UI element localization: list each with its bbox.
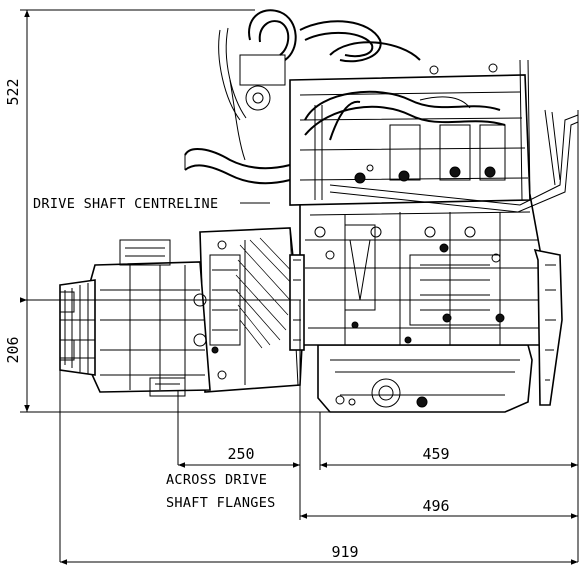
dim-drive-right: 496 [422, 497, 449, 515]
dim-overall-length: 919 [331, 543, 358, 561]
dim-height-total: 522 [4, 78, 22, 105]
dimension-lines [20, 9, 579, 565]
dim-across-flanges: 250 [227, 445, 254, 463]
dim-engine-right: 459 [422, 445, 449, 463]
drive-shaft-centreline-label: DRIVE SHAFT CENTRELINE [33, 196, 218, 212]
across-drive-label-line2: SHAFT FLANGES [166, 495, 276, 511]
dim-height-lower: 206 [4, 336, 22, 363]
across-drive-label-line1: ACROSS DRIVE [166, 472, 267, 488]
